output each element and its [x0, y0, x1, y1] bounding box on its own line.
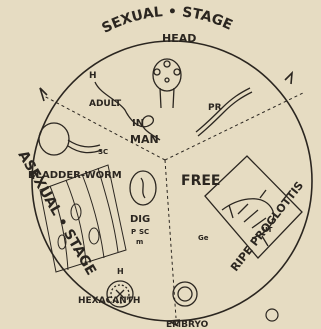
ge-label: Ge: [198, 234, 209, 242]
bladder-worm-label: BLADDER-WORM: [28, 170, 122, 181]
divider-bottom: [165, 160, 176, 318]
p-label: P: [131, 228, 136, 236]
pr-label: PR: [208, 103, 222, 113]
h-top-label: H: [89, 71, 97, 81]
dig-label: DIG: [130, 214, 150, 225]
bladder-worm-figure: [39, 123, 102, 155]
embryo-label: EMBRYO: [166, 320, 209, 329]
sc-mid-label: SC: [139, 228, 149, 236]
embryo-egg-figure: [173, 282, 197, 306]
h-bottom-label: H: [117, 267, 124, 276]
asexual-stage-label: ASEXUAL • STAGE: [15, 148, 99, 278]
sc-top-label: SC: [98, 148, 108, 156]
adult-label: ADULT: [89, 99, 122, 109]
head-label: HEAD: [162, 32, 196, 45]
scolex-head-figure: [153, 59, 181, 108]
in-man-line2-label: MAN: [130, 133, 159, 146]
m-label: m: [136, 238, 143, 246]
arrow-top-left: [40, 88, 47, 101]
free-sector-label: FREE: [181, 173, 220, 189]
cyst-detail-figure: [130, 171, 156, 205]
life-cycle-circle: [32, 41, 312, 321]
arrow-top-right: [285, 73, 292, 84]
hexacanth-label: HEXACANTH: [78, 296, 140, 306]
stamp-mark: [266, 309, 278, 321]
in-man-line1-label: IN: [132, 118, 144, 129]
ripe-proglottis-label: RIPE PROGLOTTIS: [228, 179, 306, 274]
